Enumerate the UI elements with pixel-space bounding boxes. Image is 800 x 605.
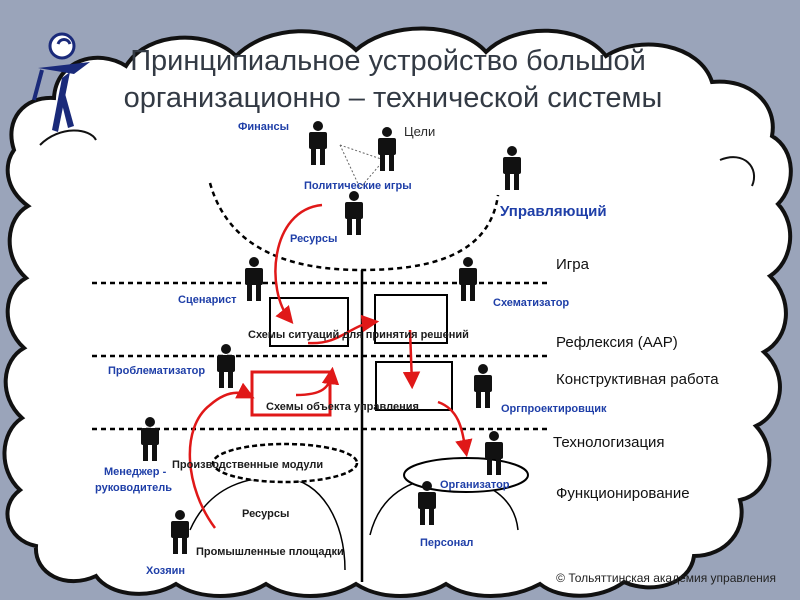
role-manager-main: Управляющий bbox=[500, 203, 607, 220]
flow-arrows bbox=[188, 203, 473, 529]
role-schematizer: Схематизатор bbox=[493, 297, 569, 309]
level-functioning: Функционирование bbox=[556, 485, 690, 502]
role-scenarist: Сценарист bbox=[178, 294, 237, 306]
module-industrial-sites: Промышленные площадки bbox=[196, 546, 344, 558]
module-situation-schemes: Схемы ситуаций для принятия решений bbox=[248, 329, 469, 341]
module-object-schemes: Схемы объекта управления bbox=[266, 401, 419, 413]
role-resources-bottom: Ресурсы bbox=[242, 508, 289, 520]
people bbox=[141, 121, 521, 554]
level-game: Игра bbox=[556, 256, 590, 273]
person-icon bbox=[245, 257, 263, 301]
person-icon bbox=[345, 191, 363, 235]
person-icon bbox=[418, 481, 436, 525]
role-org-designer: Оргпроектировщик bbox=[501, 403, 607, 415]
person-icon bbox=[217, 344, 235, 388]
person-icon bbox=[474, 364, 492, 408]
role-resources-top: Ресурсы bbox=[290, 233, 337, 245]
role-problematizer: Проблематизатор bbox=[108, 365, 205, 377]
role-political-games: Политические игры bbox=[304, 180, 412, 192]
person-icon bbox=[171, 510, 189, 554]
module-production-modules: Производственные модули bbox=[172, 459, 323, 471]
person-icon bbox=[503, 146, 521, 190]
management-arc bbox=[208, 182, 500, 272]
footer-copyright: © Тольяттинская академия управления bbox=[556, 571, 776, 585]
person-icon bbox=[309, 121, 327, 165]
person-icon bbox=[141, 417, 159, 461]
title-line-2: организационно – технической системы bbox=[124, 82, 663, 114]
level-reflection: Рефлексия (ААР) bbox=[556, 334, 678, 351]
production-modules-ellipse bbox=[211, 442, 359, 484]
role-personnel: Персонал bbox=[420, 537, 473, 549]
level-constructive: Конструктивная работа bbox=[556, 371, 719, 388]
title-line-1: Принципиальное устройство большой bbox=[130, 45, 646, 77]
role-organizer: Организатор bbox=[440, 479, 510, 491]
person-icon bbox=[378, 127, 396, 171]
level-technologization: Технологизация bbox=[553, 434, 665, 451]
person-icon bbox=[459, 257, 477, 301]
role-manager-leader-line2: руководитель bbox=[95, 482, 172, 494]
role-finance: Финансы bbox=[238, 121, 289, 133]
role-goals: Цели bbox=[404, 124, 435, 139]
role-owner: Хозяин bbox=[146, 565, 185, 577]
role-manager-leader-line1: Менеджер - bbox=[104, 466, 167, 478]
running-figure-logo-icon bbox=[32, 32, 90, 132]
person-icon bbox=[485, 431, 503, 475]
